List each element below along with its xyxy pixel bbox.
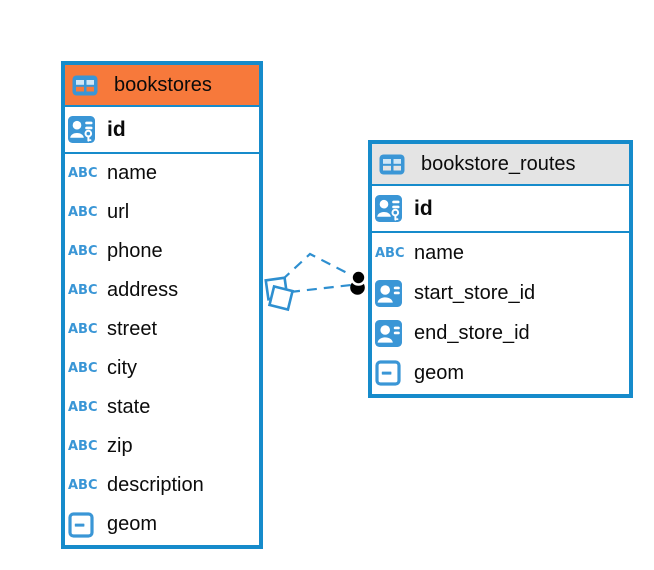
table-node-bookstore-routes[interactable]: bookstore_routes id ABC name start_store_…: [368, 140, 633, 398]
text-type-icon: ABC: [68, 244, 98, 259]
column-name: zip: [107, 435, 133, 457]
column-row-id[interactable]: id: [372, 186, 629, 233]
column-name: city: [107, 357, 137, 379]
table-title: bookstore_routes: [421, 152, 576, 175]
column-row-url[interactable]: ABC url: [68, 193, 256, 232]
column-name: id: [107, 117, 126, 141]
column-name: phone: [107, 240, 163, 262]
column-row-start_store_id[interactable]: start_store_id: [375, 273, 626, 313]
column-row-city[interactable]: ABC city: [68, 349, 256, 388]
table-header[interactable]: bookstores: [65, 65, 259, 107]
column-row-name[interactable]: ABC name: [68, 154, 256, 193]
column-row-end_store_id[interactable]: end_store_id: [375, 313, 626, 353]
column-name: description: [107, 474, 204, 496]
text-type-icon: ABC: [68, 478, 98, 493]
table-title: bookstores: [114, 73, 212, 96]
text-type-icon: ABC: [68, 283, 98, 298]
column-name: id: [414, 196, 433, 220]
text-type-icon: ABC: [68, 322, 98, 337]
column-name: street: [107, 318, 158, 340]
reference-type-icon: [375, 319, 408, 347]
column-row-street[interactable]: ABC street: [68, 310, 256, 349]
column-row-geom[interactable]: geom: [68, 505, 256, 544]
column-name: geom: [414, 361, 465, 384]
primary-key-icon: [375, 195, 408, 222]
column-row-address[interactable]: ABC address: [68, 271, 256, 310]
text-type-icon: ABC: [68, 439, 98, 454]
text-type-icon: ABC: [68, 361, 98, 376]
column-name: name: [414, 241, 465, 264]
column-row-phone[interactable]: ABC phone: [68, 232, 256, 271]
text-type-icon: ABC: [375, 245, 405, 261]
column-name: name: [107, 162, 158, 184]
column-row-geom[interactable]: geom: [375, 353, 626, 393]
column-row-description[interactable]: ABC description: [68, 466, 256, 505]
text-type-icon: ABC: [68, 166, 98, 181]
table-icon: [72, 75, 105, 96]
column-name: end_store_id: [414, 321, 530, 344]
table-icon: [379, 154, 412, 175]
column-row-id[interactable]: id: [65, 107, 259, 154]
column-name: state: [107, 396, 151, 418]
primary-key-icon: [68, 116, 101, 143]
target-marker-dots-icon: [350, 269, 367, 295]
text-type-icon: ABC: [68, 400, 98, 415]
column-name: address: [107, 279, 179, 301]
column-row-state[interactable]: ABC state: [68, 388, 256, 427]
source-marker-squares-icon: [264, 276, 295, 312]
relationship-connector-lower[interactable]: [289, 283, 352, 294]
reference-type-icon: [375, 279, 408, 307]
column-name: start_store_id: [414, 281, 536, 304]
columns-list: ABC name start_store_id end_store_id geom: [372, 233, 629, 393]
object-type-icon: [68, 511, 101, 538]
table-header[interactable]: bookstore_routes: [372, 144, 629, 186]
text-type-icon: ABC: [68, 205, 98, 220]
column-name: geom: [107, 513, 158, 535]
relationship-connector-upper[interactable]: [281, 252, 354, 281]
column-row-zip[interactable]: ABC zip: [68, 427, 256, 466]
column-name: url: [107, 201, 130, 223]
object-type-icon: [375, 360, 408, 386]
column-row-name[interactable]: ABC name: [375, 233, 626, 273]
